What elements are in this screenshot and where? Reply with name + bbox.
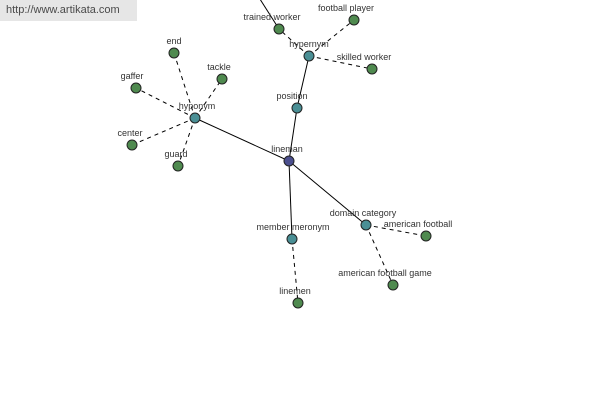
label-hypernym: hypernym bbox=[289, 39, 329, 49]
node-hyponym[interactable] bbox=[189, 112, 201, 124]
node-tackle[interactable] bbox=[216, 73, 228, 85]
label-guard: guard bbox=[164, 149, 187, 159]
edge-hypernym-skilled-worker bbox=[308, 55, 373, 70]
node-skilled-worker[interactable] bbox=[366, 63, 378, 75]
edge-hyponym-end bbox=[173, 52, 196, 119]
edge-domain-category-american-football bbox=[365, 224, 427, 237]
label-member-meronym: member meronym bbox=[256, 222, 329, 232]
label-linemen: linemen bbox=[279, 286, 311, 296]
label-trained-worker: trained worker bbox=[243, 12, 300, 22]
label-skilled-worker: skilled worker bbox=[337, 52, 392, 62]
node-position[interactable] bbox=[291, 102, 303, 114]
node-guard[interactable] bbox=[172, 160, 184, 172]
label-center: center bbox=[117, 128, 142, 138]
label-lineman: lineman bbox=[271, 144, 303, 154]
edge-hyponym-tackle bbox=[194, 78, 223, 119]
node-gaffer[interactable] bbox=[130, 82, 142, 94]
edge-hyponym-center bbox=[131, 117, 196, 146]
label-american-football: american football bbox=[384, 219, 453, 229]
node-football-player[interactable] bbox=[348, 14, 360, 26]
edge-hypernym-trained-worker bbox=[278, 28, 310, 57]
edge-lineman-member-meronym bbox=[288, 160, 293, 240]
label-position: position bbox=[276, 91, 307, 101]
label-tackle: tackle bbox=[207, 62, 231, 72]
node-domain-category[interactable] bbox=[360, 219, 372, 231]
label-american-football-game: american football game bbox=[338, 268, 432, 278]
edge-lineman-position bbox=[288, 107, 298, 162]
label-football-player: football player bbox=[318, 3, 374, 13]
node-lineman[interactable] bbox=[283, 155, 295, 167]
label-hyponym: hyponym bbox=[179, 101, 216, 111]
edge-lineman-hyponym bbox=[194, 117, 290, 162]
node-trained-worker[interactable] bbox=[273, 23, 285, 35]
watermark-url: http://www.artikata.com bbox=[0, 0, 137, 21]
edge-trained-worker-offscreen bbox=[259, 0, 280, 30]
node-member-meronym[interactable] bbox=[286, 233, 298, 245]
edge-member-meronym-linemen bbox=[291, 238, 299, 304]
label-end: end bbox=[166, 36, 181, 46]
node-hypernym[interactable] bbox=[303, 50, 315, 62]
edge-domain-category-american-football-game bbox=[365, 224, 394, 286]
node-center[interactable] bbox=[126, 139, 138, 151]
edge-hypernym-football-player bbox=[308, 19, 355, 57]
node-american-football[interactable] bbox=[420, 230, 432, 242]
edge-hyponym-gaffer bbox=[135, 87, 196, 119]
node-end[interactable] bbox=[168, 47, 180, 59]
label-gaffer: gaffer bbox=[121, 71, 144, 81]
edge-hyponym-guard bbox=[177, 117, 196, 167]
label-domain-category: domain category bbox=[330, 208, 397, 218]
edge-lineman-domain-category bbox=[288, 160, 367, 226]
edge-position-hypernym bbox=[296, 55, 310, 109]
node-linemen[interactable] bbox=[292, 297, 304, 309]
node-american-football-game[interactable] bbox=[387, 279, 399, 291]
